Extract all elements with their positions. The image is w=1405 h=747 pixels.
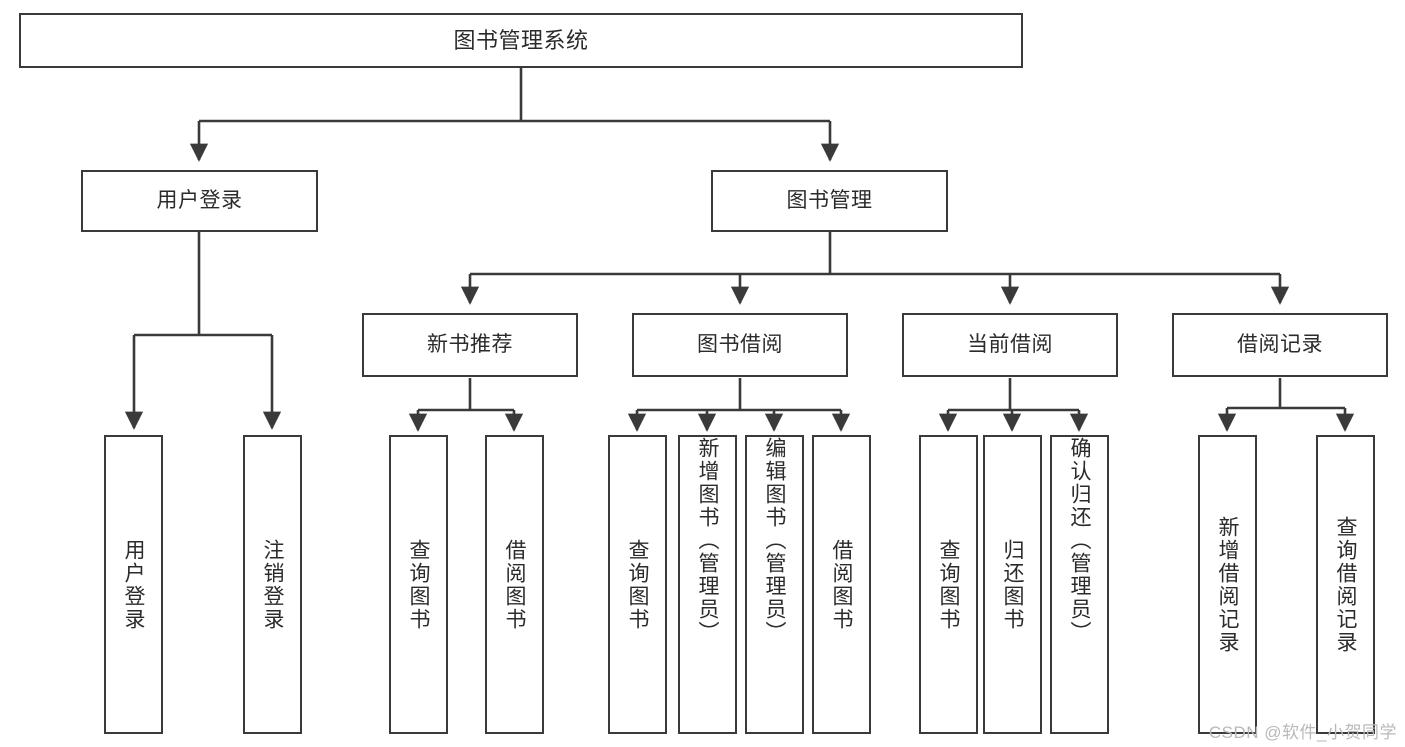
leaf-book-borrow-borrow-book[interactable]: 借阅图书 [812,435,871,734]
node-label: 新增借阅记录 [1216,515,1239,654]
leaf-book-borrow-edit-book-admin[interactable]: 编辑图书（管理员） [745,435,804,734]
node-label: 确认归还（管理员） [1068,437,1091,644]
node-label: 新书推荐 [427,332,513,356]
node-label: 当前借阅 [967,332,1053,356]
node-book-management[interactable]: 图书管理 [711,170,948,232]
node-label: 查询图书 [626,538,649,631]
leaf-new-book-borrow-book[interactable]: 借阅图书 [485,435,544,734]
node-label: 图书管理 [786,188,873,212]
leaf-current-borrow-confirm-return-admin[interactable]: 确认归还（管理员） [1050,435,1109,734]
node-label: 编辑图书（管理员） [763,437,786,644]
leaf-current-borrow-query-book[interactable]: 查询图书 [919,435,978,734]
node-label: 归还图书 [1001,538,1024,631]
node-label: 借阅图书 [503,538,526,631]
node-label: 用户登录 [122,538,145,631]
leaf-user-login-logout[interactable]: 注销登录 [243,435,302,734]
node-user-login[interactable]: 用户登录 [81,170,318,232]
node-root-book-management-system[interactable]: 图书管理系统 [19,13,1023,68]
leaf-user-login-login[interactable]: 用户登录 [104,435,163,734]
node-label: 查询借阅记录 [1334,515,1357,654]
node-label: 查询图书 [937,538,960,631]
node-label: 查询图书 [407,538,430,631]
node-label: 图书管理系统 [453,27,589,53]
node-book-borrow[interactable]: 图书借阅 [632,313,848,377]
node-label: 借阅记录 [1237,332,1323,356]
node-label: 图书借阅 [697,332,783,356]
watermark: CSDN @软件_小贺同学 [1208,723,1397,742]
node-label: 新增图书（管理员） [696,437,719,644]
node-borrow-record[interactable]: 借阅记录 [1172,313,1388,377]
leaf-book-borrow-add-book-admin[interactable]: 新增图书（管理员） [678,435,737,734]
leaf-current-borrow-return-book[interactable]: 归还图书 [983,435,1042,734]
leaf-book-borrow-query-book[interactable]: 查询图书 [608,435,667,734]
leaf-borrow-record-query-record[interactable]: 查询借阅记录 [1316,435,1375,734]
node-label: 用户登录 [156,188,243,212]
node-label: 借阅图书 [830,538,853,631]
node-current-borrow[interactable]: 当前借阅 [902,313,1118,377]
node-new-book-recommend[interactable]: 新书推荐 [362,313,578,377]
leaf-new-book-query-book[interactable]: 查询图书 [389,435,448,734]
leaf-borrow-record-add-record[interactable]: 新增借阅记录 [1198,435,1257,734]
node-label: 注销登录 [261,538,284,631]
